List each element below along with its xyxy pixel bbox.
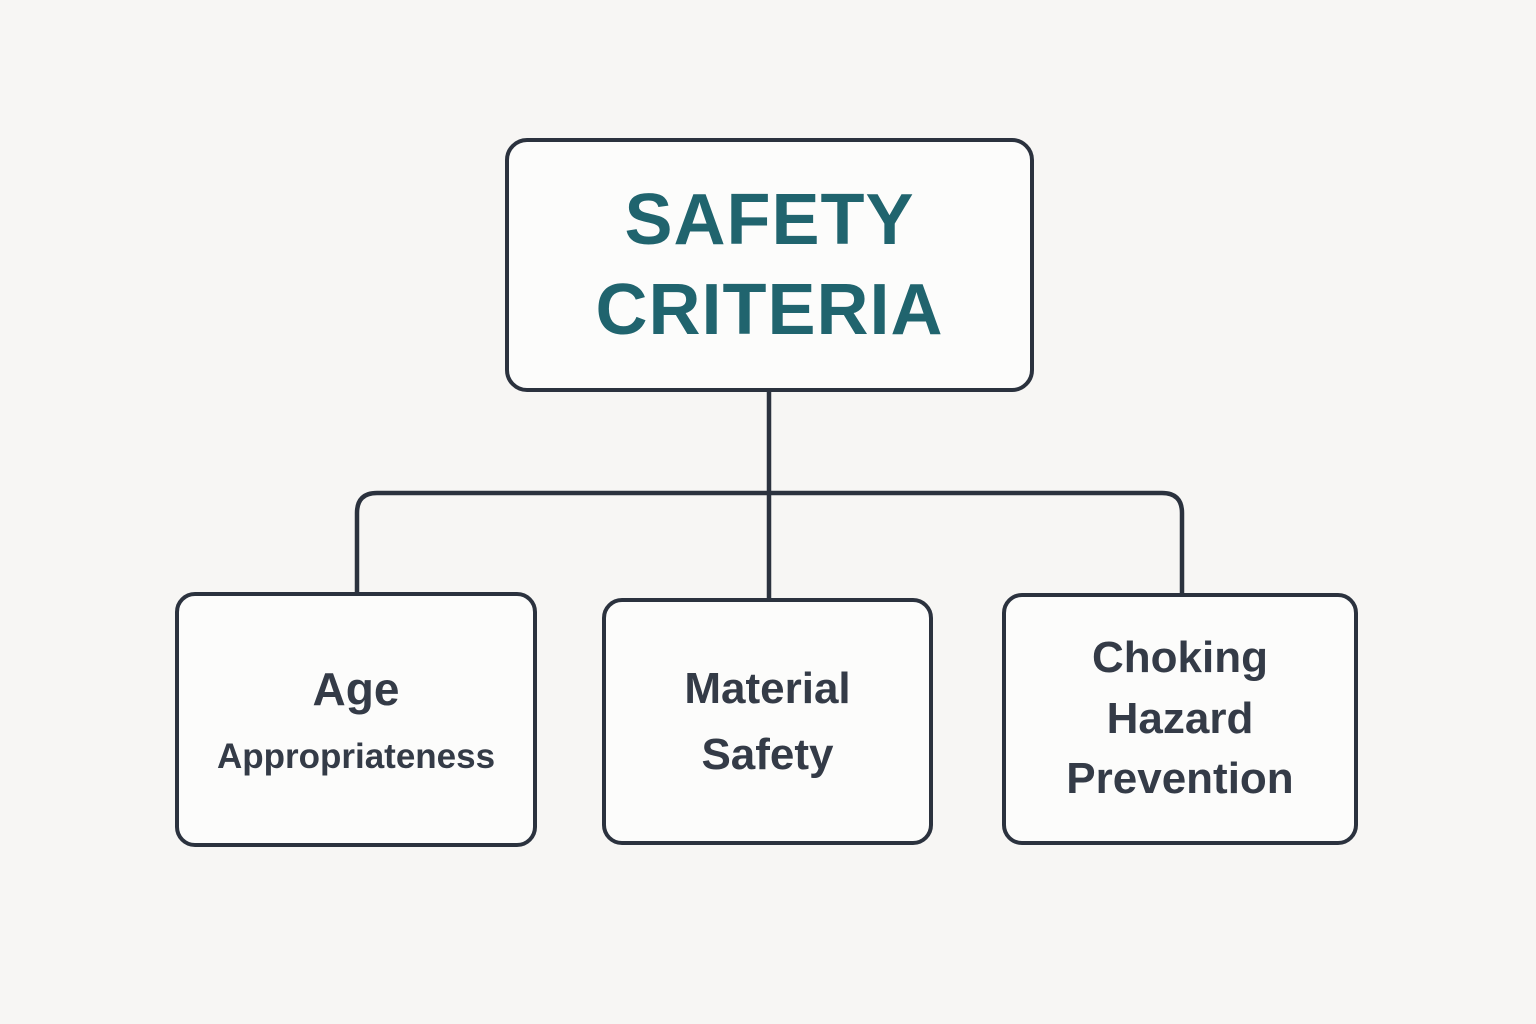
node-choking-hazard-prevention: Choking Hazard Prevention [1002,593,1358,845]
root-title-line-1: SAFETY [624,180,915,260]
age-label-line-2: Appropriateness [216,736,496,776]
node-material-safety: Material Safety [602,598,933,845]
node-safety-criteria: SAFETY CRITERIA [505,138,1034,392]
choking-label-line-1: Choking [1092,632,1268,682]
choking-label-line-2: Hazard [1106,693,1254,743]
material-label-line-2: Safety [701,729,834,779]
connector-branch [354,490,1185,593]
material-label-line-1: Material [684,664,851,714]
choking-label-line-3: Prevention [1066,754,1294,804]
age-label-line-1: Age [312,662,400,715]
node-age-appropriateness: Age Appropriateness [175,592,537,847]
root-title-line-2: CRITERIA [595,270,944,350]
